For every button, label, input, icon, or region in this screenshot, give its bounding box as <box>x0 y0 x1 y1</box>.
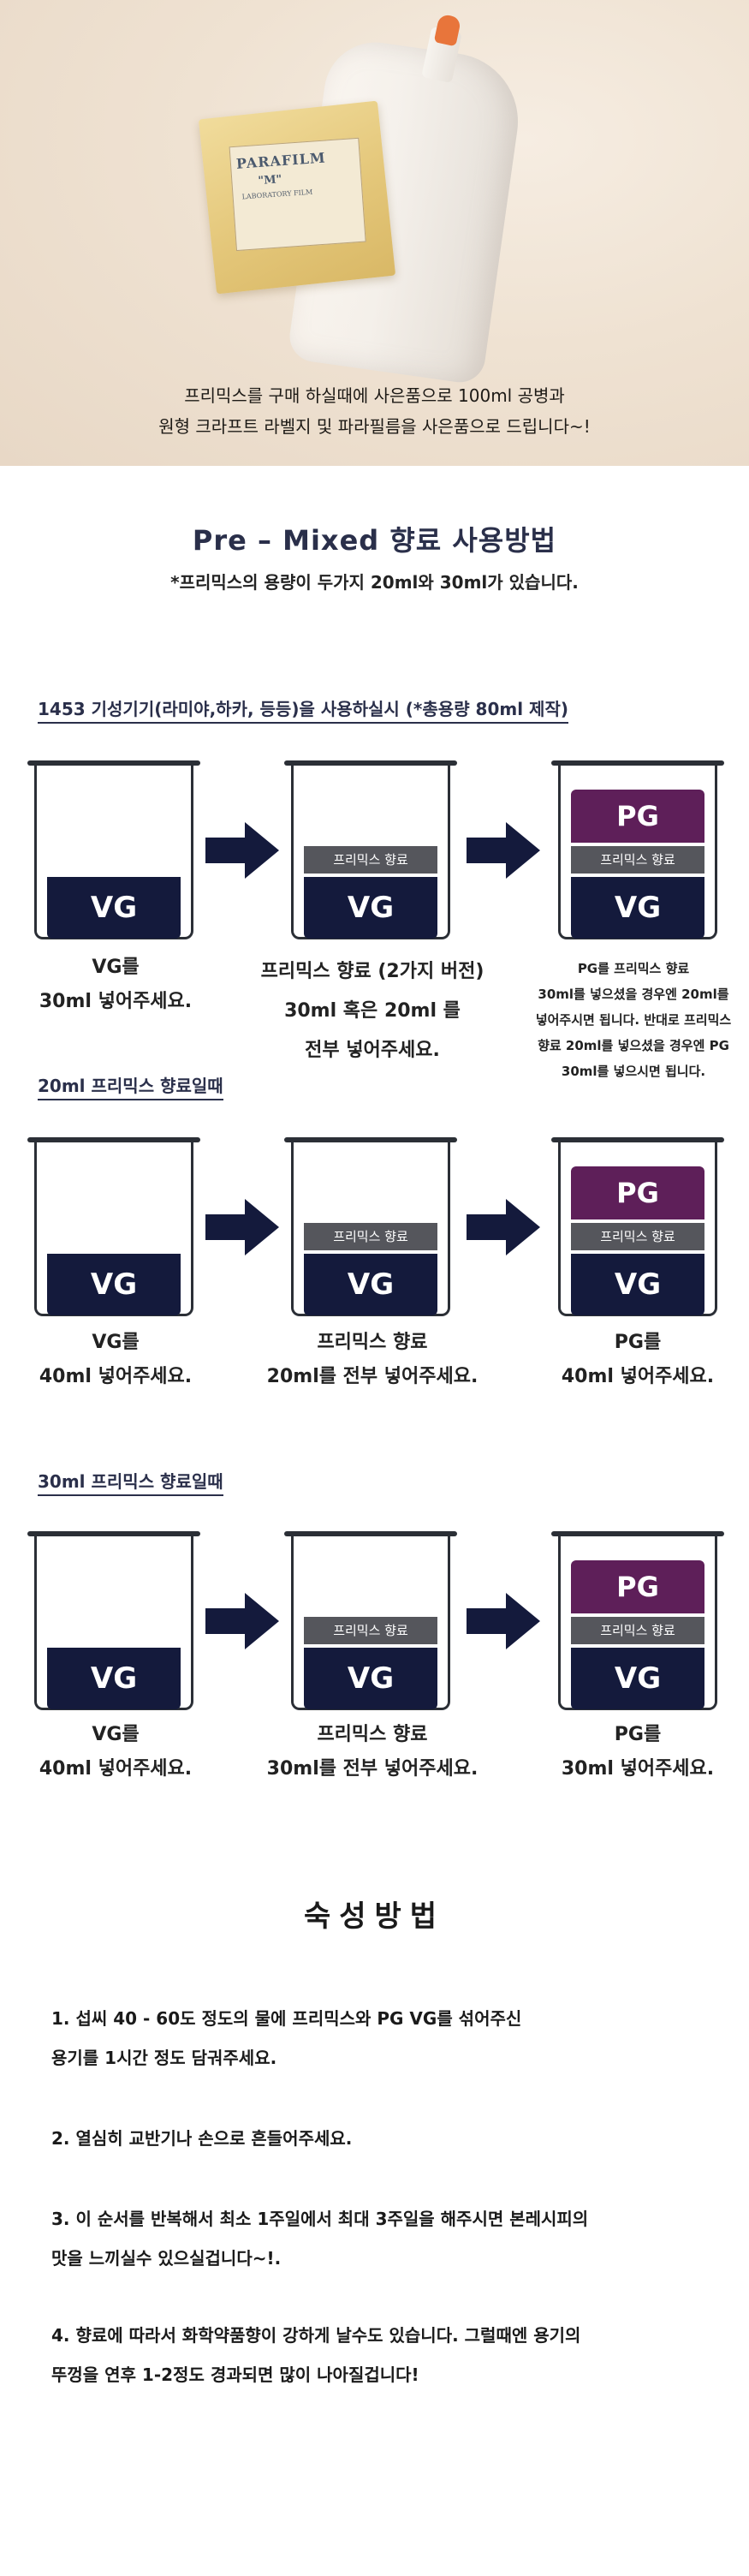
parafilm-label: PARAFILM "M" LABORATORY FILM <box>229 137 366 252</box>
hero-caption-line2: 원형 크라프트 라벨지 및 파라필름을 사은품으로 드립니다~! <box>158 416 591 437</box>
caption-line: VG를 <box>92 1332 140 1353</box>
arrow-right-icon <box>205 1199 279 1255</box>
pg-layer: PG <box>571 1166 704 1219</box>
caption-step1: VG를 40ml 넣어주세요. <box>17 1326 214 1394</box>
parafilm-m: "M" <box>257 173 282 188</box>
beaker-vg-only: VG <box>27 760 200 944</box>
step-line: 4. 향료에 따라서 화학약품향이 강하게 날수도 있습니다. 그럴때엔 용기의 <box>51 2325 581 2346</box>
pg-layer: PG <box>571 1560 704 1613</box>
page-subtitle: *프리믹스의 용량이 두가지 20ml와 30ml가 있습니다. <box>170 572 579 593</box>
vg-layer: VG <box>571 1648 704 1709</box>
section-heading-30ml: 30ml 프리믹스 향료일때 <box>38 1468 223 1496</box>
vg-layer: VG <box>304 1648 437 1709</box>
caption-line: VG를 <box>92 957 140 978</box>
vg-layer: VG <box>304 877 437 939</box>
mix-layer: 프리믹스 향료 <box>304 1617 437 1644</box>
vg-layer: VG <box>571 1254 704 1315</box>
step-line: 2. 열심히 교반기나 손으로 흔들어주세요. <box>51 2128 353 2149</box>
caption-step3: PG를 30ml 넣어주세요. <box>531 1718 745 1786</box>
beaker-vg-mix: 프리믹스 향료 VG <box>284 760 457 944</box>
pg-layer: PG <box>571 790 704 843</box>
vg-layer: VG <box>304 1254 437 1315</box>
hero-photo: PARAFILM "M" LABORATORY FILM 프리믹스를 구매 하실… <box>0 0 749 466</box>
caption-line: 30ml를 전부 넣어주세요. <box>266 1758 479 1780</box>
arrow-right-icon <box>467 1593 540 1649</box>
caption-line: PG를 프리믹스 향료 <box>577 961 690 976</box>
step-line: 1. 섭씨 40 - 60도 정도의 물에 프리믹스와 PG VG를 섞어주신 <box>51 2008 522 2029</box>
ripening-title: 숙성방법 <box>303 1899 446 1934</box>
beaker-vg-mix: 프리믹스 향료 VG <box>284 1531 457 1714</box>
caption-step2: 프리믹스 향료 (2가지 버전) 30ml 혹은 20ml 를 전부 넣어주세요… <box>231 952 514 1070</box>
caption-line: 향료 20ml를 넣으셨을 경우엔 PG <box>538 1038 729 1053</box>
beaker-vg-mix-pg: PG 프리믹스 향료 VG <box>551 1531 724 1714</box>
step-line: 뚜껑을 연후 1-2정도 경과되면 많이 나아질겁니다! <box>51 2364 419 2385</box>
vg-layer: VG <box>47 1254 181 1315</box>
step-line: 용기를 1시간 정도 담궈주세요. <box>51 2048 277 2068</box>
beaker-vg-mix-pg: PG 프리믹스 향료 VG <box>551 1137 724 1321</box>
caption-line: 40ml 넣어주세요. <box>39 1366 193 1387</box>
caption-line: 30ml 넣어주세요. <box>39 991 193 1012</box>
caption-line: 30ml 넣어주세요. <box>561 1758 715 1780</box>
beaker-vg-only: VG <box>27 1137 200 1321</box>
parafilm-image: PARAFILM "M" LABORATORY FILM <box>198 100 396 295</box>
vg-layer: VG <box>47 877 181 939</box>
beaker-vg-only: VG <box>27 1531 200 1714</box>
mix-layer: 프리믹스 향료 <box>571 1223 704 1250</box>
parafilm-title: PARAFILM <box>235 149 327 172</box>
caption-line: PG를 <box>614 1724 662 1745</box>
caption-step3: PG를 프리믹스 향료 30ml를 넣으셨을 경우엔 20ml를 넣어주시면 됩… <box>522 956 745 1084</box>
caption-step3: PG를 40ml 넣어주세요. <box>531 1326 745 1394</box>
caption-line: 40ml 넣어주세요. <box>561 1366 715 1387</box>
caption-line: 30ml를 넣으셨을 경우엔 20ml를 <box>538 987 729 1002</box>
caption-line: 프리믹스 향료 (2가지 버전) <box>260 961 484 982</box>
caption-step2: 프리믹스 향료 30ml를 전부 넣어주세요. <box>231 1718 514 1786</box>
section-heading-1453: 1453 기성기기(라미야,하카, 등등)을 사용하실시 (*총용량 80ml … <box>38 695 568 724</box>
caption-step1: VG를 40ml 넣어주세요. <box>17 1718 214 1786</box>
beaker-vg-mix: 프리믹스 향료 VG <box>284 1137 457 1321</box>
mix-layer: 프리믹스 향료 <box>571 846 704 874</box>
caption-step2: 프리믹스 향료 20ml를 전부 넣어주세요. <box>231 1326 514 1394</box>
caption-line: 프리믹스 향료 <box>317 1332 428 1353</box>
vg-layer: VG <box>47 1648 181 1709</box>
vg-layer: VG <box>571 877 704 939</box>
ripening-step-3: 3. 이 순서를 반복해서 최소 1주일에서 최대 3주일을 해주시면 본레시피… <box>51 2199 719 2278</box>
arrow-right-icon <box>467 822 540 879</box>
ripening-step-4: 4. 향료에 따라서 화학약품향이 강하게 날수도 있습니다. 그럴때엔 용기의… <box>51 2316 719 2394</box>
caption-line: 전부 넣어주세요. <box>305 1040 440 1061</box>
caption-line: 30ml를 넣으시면 됩니다. <box>561 1064 706 1079</box>
mix-layer: 프리믹스 향료 <box>304 846 437 874</box>
mix-layer: 프리믹스 향료 <box>571 1617 704 1644</box>
caption-line: 30ml 혹은 20ml 를 <box>284 1000 461 1022</box>
ripening-step-2: 2. 열심히 교반기나 손으로 흔들어주세요. <box>51 2119 719 2158</box>
caption-step1: VG를 30ml 넣어주세요. <box>17 951 214 1019</box>
parafilm-sub: LABORATORY FILM <box>241 188 313 201</box>
arrow-right-icon <box>205 822 279 879</box>
caption-line: 20ml를 전부 넣어주세요. <box>266 1366 479 1387</box>
section-heading-20ml: 20ml 프리믹스 향료일때 <box>38 1072 223 1100</box>
beaker-vg-mix-pg: PG 프리믹스 향료 VG <box>551 760 724 944</box>
step-line: 맛을 느끼실수 있으실겁니다~!. <box>51 2248 282 2269</box>
mix-layer: 프리믹스 향료 <box>304 1223 437 1250</box>
step-line: 3. 이 순서를 반복해서 최소 1주일에서 최대 3주일을 해주시면 본레시피… <box>51 2209 589 2229</box>
caption-line: 프리믹스 향료 <box>317 1724 428 1745</box>
caption-line: 40ml 넣어주세요. <box>39 1758 193 1780</box>
ripening-step-1: 1. 섭씨 40 - 60도 정도의 물에 프리믹스와 PG VG를 섞어주신 … <box>51 1999 719 2078</box>
hero-caption: 프리믹스를 구매 하실때에 사은품으로 100ml 공병과 원형 크라프트 라벨… <box>0 380 749 442</box>
caption-line: 넣어주시면 됩니다. 반대로 프리믹스 <box>535 1012 732 1028</box>
caption-line: VG를 <box>92 1724 140 1745</box>
arrow-right-icon <box>467 1199 540 1255</box>
caption-line: PG를 <box>614 1332 662 1353</box>
page-title: Pre – Mixed 향료 사용방법 <box>192 524 557 557</box>
hero-caption-line1: 프리믹스를 구매 하실때에 사은품으로 100ml 공병과 <box>184 385 565 406</box>
arrow-right-icon <box>205 1593 279 1649</box>
